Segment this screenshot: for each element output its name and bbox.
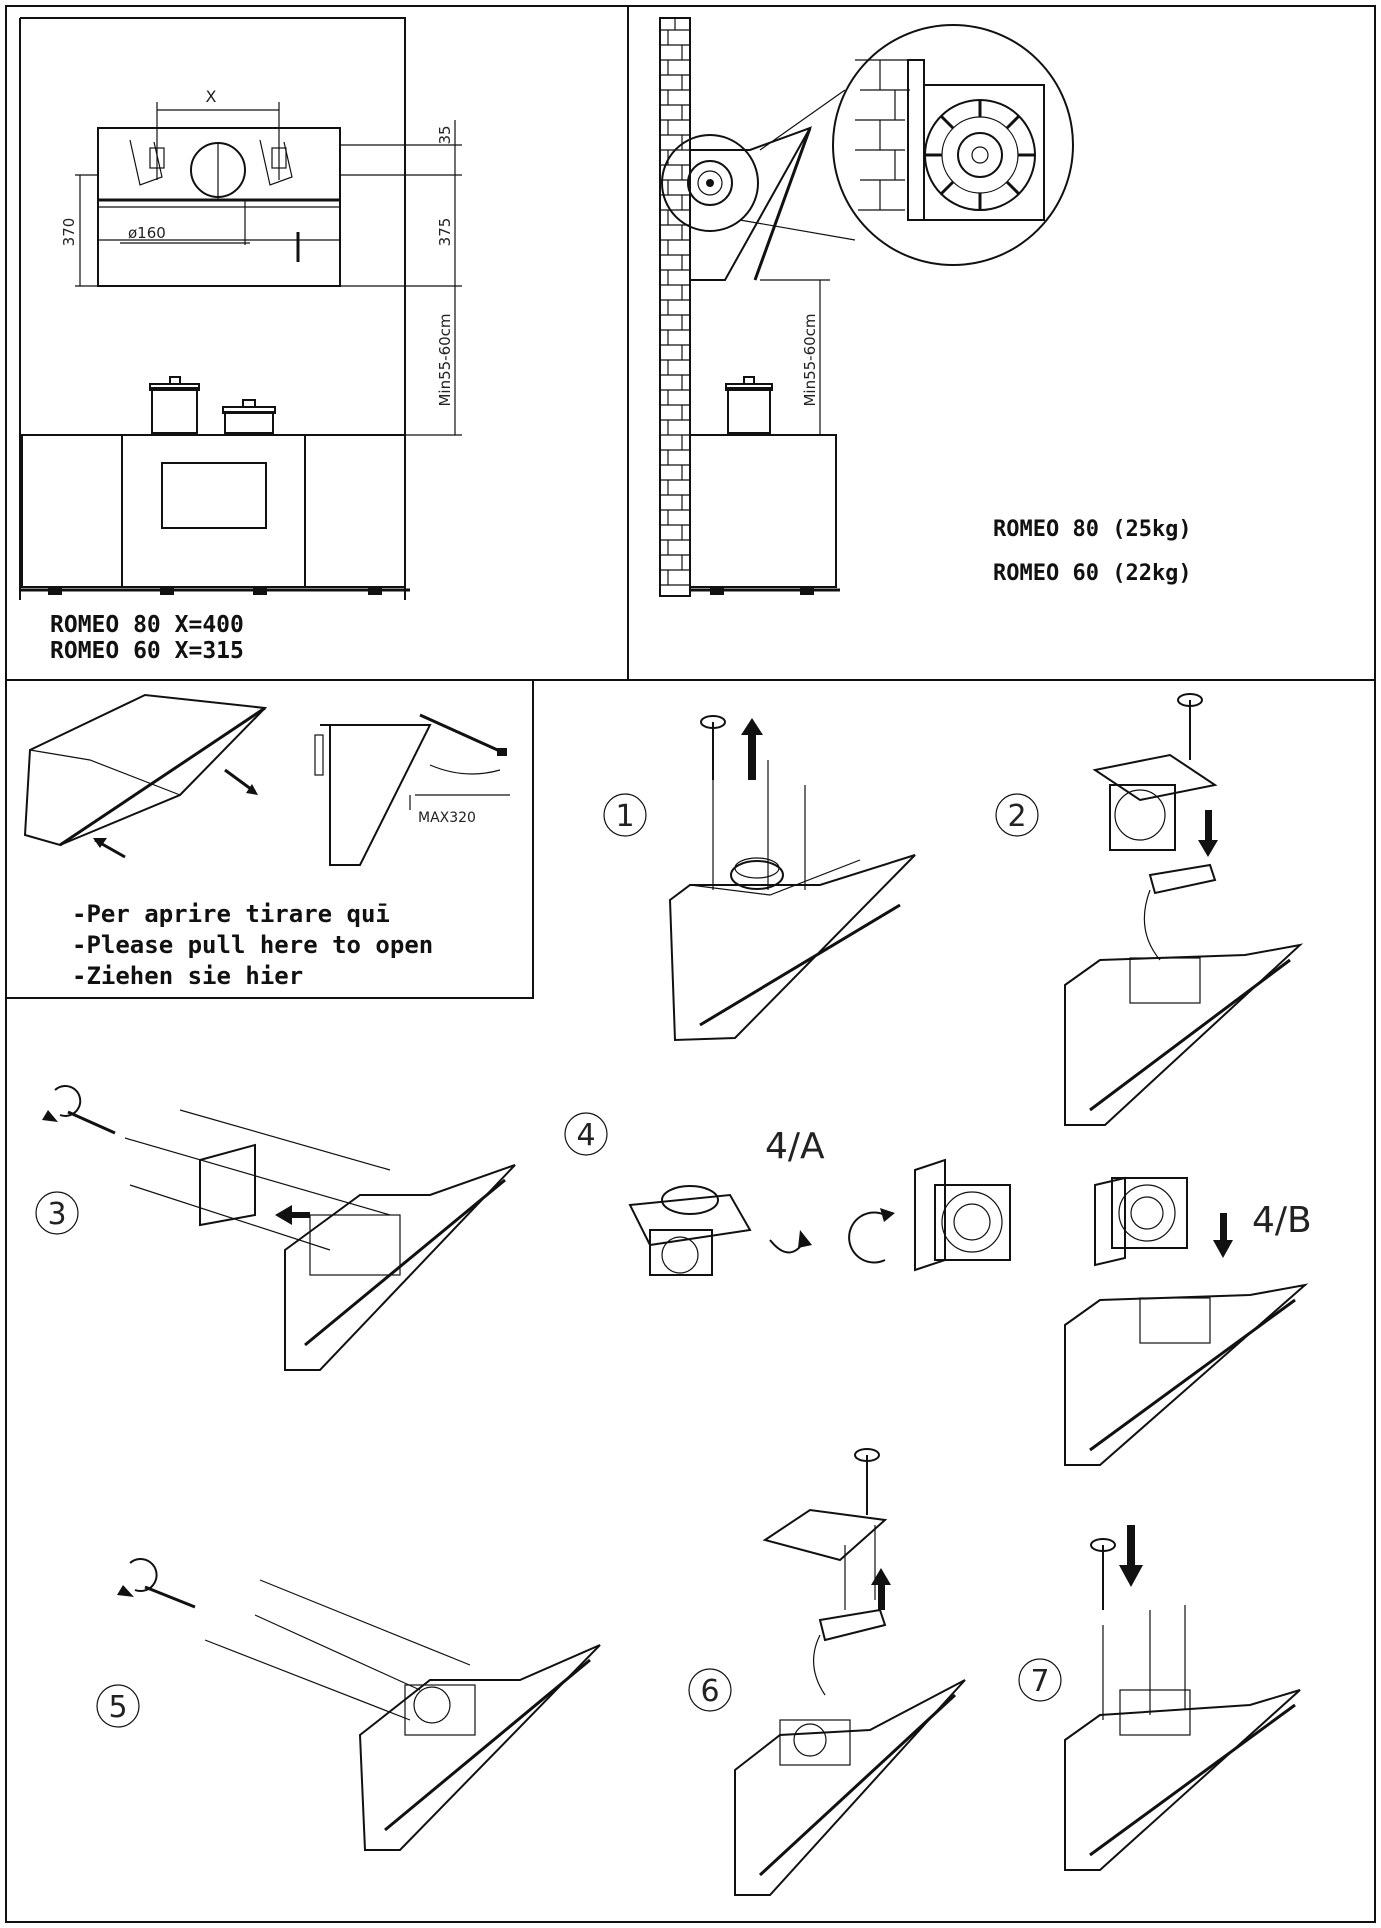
step-5-number: 5 [108,1690,127,1725]
min-height-label-front: Min55-60cm [436,313,454,406]
model-60-x-label: ROMEO 60 X=315 [50,638,244,664]
dimension-370-label: 370 [60,218,78,247]
step-4-number: 4 [576,1118,595,1153]
step-4-drawing [564,1112,1309,1466]
front-elevation-drawing [19,17,462,600]
dimension-35-label: 35 [436,125,454,144]
step-7-drawing [1018,1525,1301,1871]
step-2-drawing [995,693,1304,1126]
weight-60-label: ROMEO 60 (22kg) [993,561,1192,586]
open-panel-drawing [23,693,510,866]
step-3-number: 3 [47,1197,66,1232]
step-2-number: 2 [1007,799,1026,834]
step-6-drawing [688,1448,966,1896]
side-section-drawing [659,17,1074,597]
weight-80-label: ROMEO 80 (25kg) [993,517,1192,542]
step-4a-label: 4/A [765,1126,825,1167]
step-7-number: 7 [1030,1664,1049,1699]
dimension-x-label: X [206,87,217,106]
open-instruction-it: -Per aprire tirare quī [72,900,390,928]
step-1-number: 1 [615,799,634,834]
open-panel-frame [6,680,534,999]
model-80-x-label: ROMEO 80 X=400 [50,612,244,638]
min-height-label-side: Min55-60cm [801,313,819,406]
open-instruction-de: -Ziehen sie hier [72,962,303,990]
step-6-number: 6 [700,1674,719,1709]
step-4b-label: 4/B [1252,1200,1312,1241]
step-5-drawing [96,1558,601,1851]
max-320-label: MAX320 [418,810,476,826]
page-frame [5,5,1376,1923]
step-3-drawing [35,1085,516,1371]
diameter-label: ø160 [128,224,166,242]
open-instruction-en: -Please pull here to open [72,931,433,959]
dimension-375-label: 375 [436,218,454,247]
step-1-drawing [603,715,916,1042]
